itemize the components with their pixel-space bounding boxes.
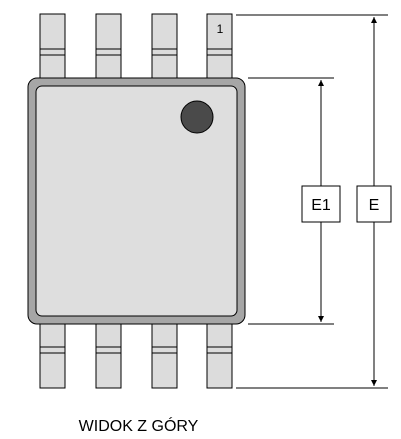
view-caption: WIDOK Z GÓRY [78, 418, 199, 435]
top-pins: 1 [39, 13, 233, 81]
bottom-pins [39, 321, 233, 389]
top-pin-1: 1 [206, 13, 233, 81]
bottom-pin-7 [151, 321, 178, 389]
bottom-pin-6 [95, 321, 122, 389]
bottom-pin-8 [206, 321, 233, 389]
top-pin-4 [39, 13, 66, 81]
bottom-pin-5 [39, 321, 66, 389]
pin-1-label: 1 [217, 22, 224, 36]
top-pin-3 [95, 13, 122, 81]
dimension-e: E [356, 17, 392, 386]
package-body [27, 77, 246, 325]
top-pin-2 [151, 13, 178, 81]
dimension-e1: E1 [301, 80, 341, 322]
pin-1-marker-dot [180, 100, 214, 134]
extension-lines [236, 14, 388, 389]
e1-label: E1 [311, 197, 331, 214]
e1-label-box [301, 185, 341, 223]
e-label-box [356, 185, 392, 223]
caption-container: WIDOK Z GÓRY [0, 418, 401, 436]
e-label: E [369, 197, 380, 214]
